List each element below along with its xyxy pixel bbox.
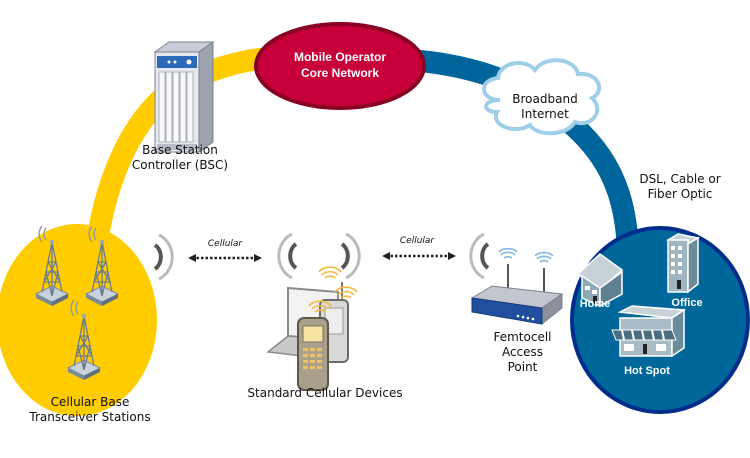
hotspot-label: Hot Spot xyxy=(624,365,670,377)
router-icon xyxy=(470,264,564,326)
bts-label: Cellular Base Transceiver Stations xyxy=(15,395,165,425)
hotspot-store-icon xyxy=(611,305,687,358)
home-building-icon xyxy=(576,253,624,308)
cellular-link-arrow xyxy=(188,254,262,262)
home-label: Home xyxy=(579,298,611,310)
femtocell-label-line1: Femtocell xyxy=(493,330,552,344)
cell-tower-icon xyxy=(66,299,102,380)
core-network-ellipse xyxy=(254,22,426,110)
backhaul-label: DSL, Cable or Fiber Optic xyxy=(625,172,735,202)
cloud-icon xyxy=(482,58,602,136)
cell-tower-icon xyxy=(84,225,120,306)
femtocell-label: Femtocell Access Point xyxy=(480,330,565,375)
office-label: Office xyxy=(671,297,703,309)
devices-label: Standard Cellular Devices xyxy=(247,386,403,400)
cellular-link-label: Cellular xyxy=(399,236,435,246)
cellular-link-arrow xyxy=(382,252,456,260)
core-network-label-line2: Core Network xyxy=(300,66,380,80)
bts-area-circle xyxy=(0,224,157,416)
cellular-signal-icon xyxy=(340,232,361,280)
wifi-signal-icon xyxy=(308,266,358,313)
backhaul-label-line1: DSL, Cable or xyxy=(639,172,721,186)
broadband-label: Broadband Internet xyxy=(505,92,585,122)
cellular-signal-icon xyxy=(153,233,174,281)
cell-tower-icon xyxy=(34,225,70,306)
bts-label-line2: Transceiver Stations xyxy=(29,410,151,424)
bts-label-line1: Cellular Base xyxy=(50,395,130,409)
office-building-icon xyxy=(665,233,701,294)
core-network-label: Mobile Operator Core Network xyxy=(280,49,400,81)
broadband-label-line1: Broadband xyxy=(512,92,578,106)
wifi-signal-icon xyxy=(498,247,554,263)
tower-signal-icon xyxy=(38,225,47,243)
bsc-label-line2: Controller (BSC) xyxy=(131,158,229,172)
femtocell-label-line2: Access xyxy=(501,345,544,359)
broadband-label-line2: Internet xyxy=(521,107,569,121)
cellular-link-label: Cellular xyxy=(207,239,243,249)
server-rack-icon xyxy=(153,41,215,153)
cellular-signal-icon xyxy=(469,232,490,280)
tower-signal-icon xyxy=(88,225,97,243)
core-network-label-line1: Mobile Operator xyxy=(293,50,386,64)
mobile-devices-icon xyxy=(266,282,349,391)
bsc-label: Base Station Controller (BSC) xyxy=(120,143,240,173)
bsc-label-line1: Base Station xyxy=(142,143,218,157)
tower-signal-icon xyxy=(70,299,79,317)
femtocell-label-line3: Point xyxy=(507,360,538,374)
backhaul-label-line2: Fiber Optic xyxy=(647,187,713,201)
cellular-signal-icon xyxy=(277,232,298,280)
